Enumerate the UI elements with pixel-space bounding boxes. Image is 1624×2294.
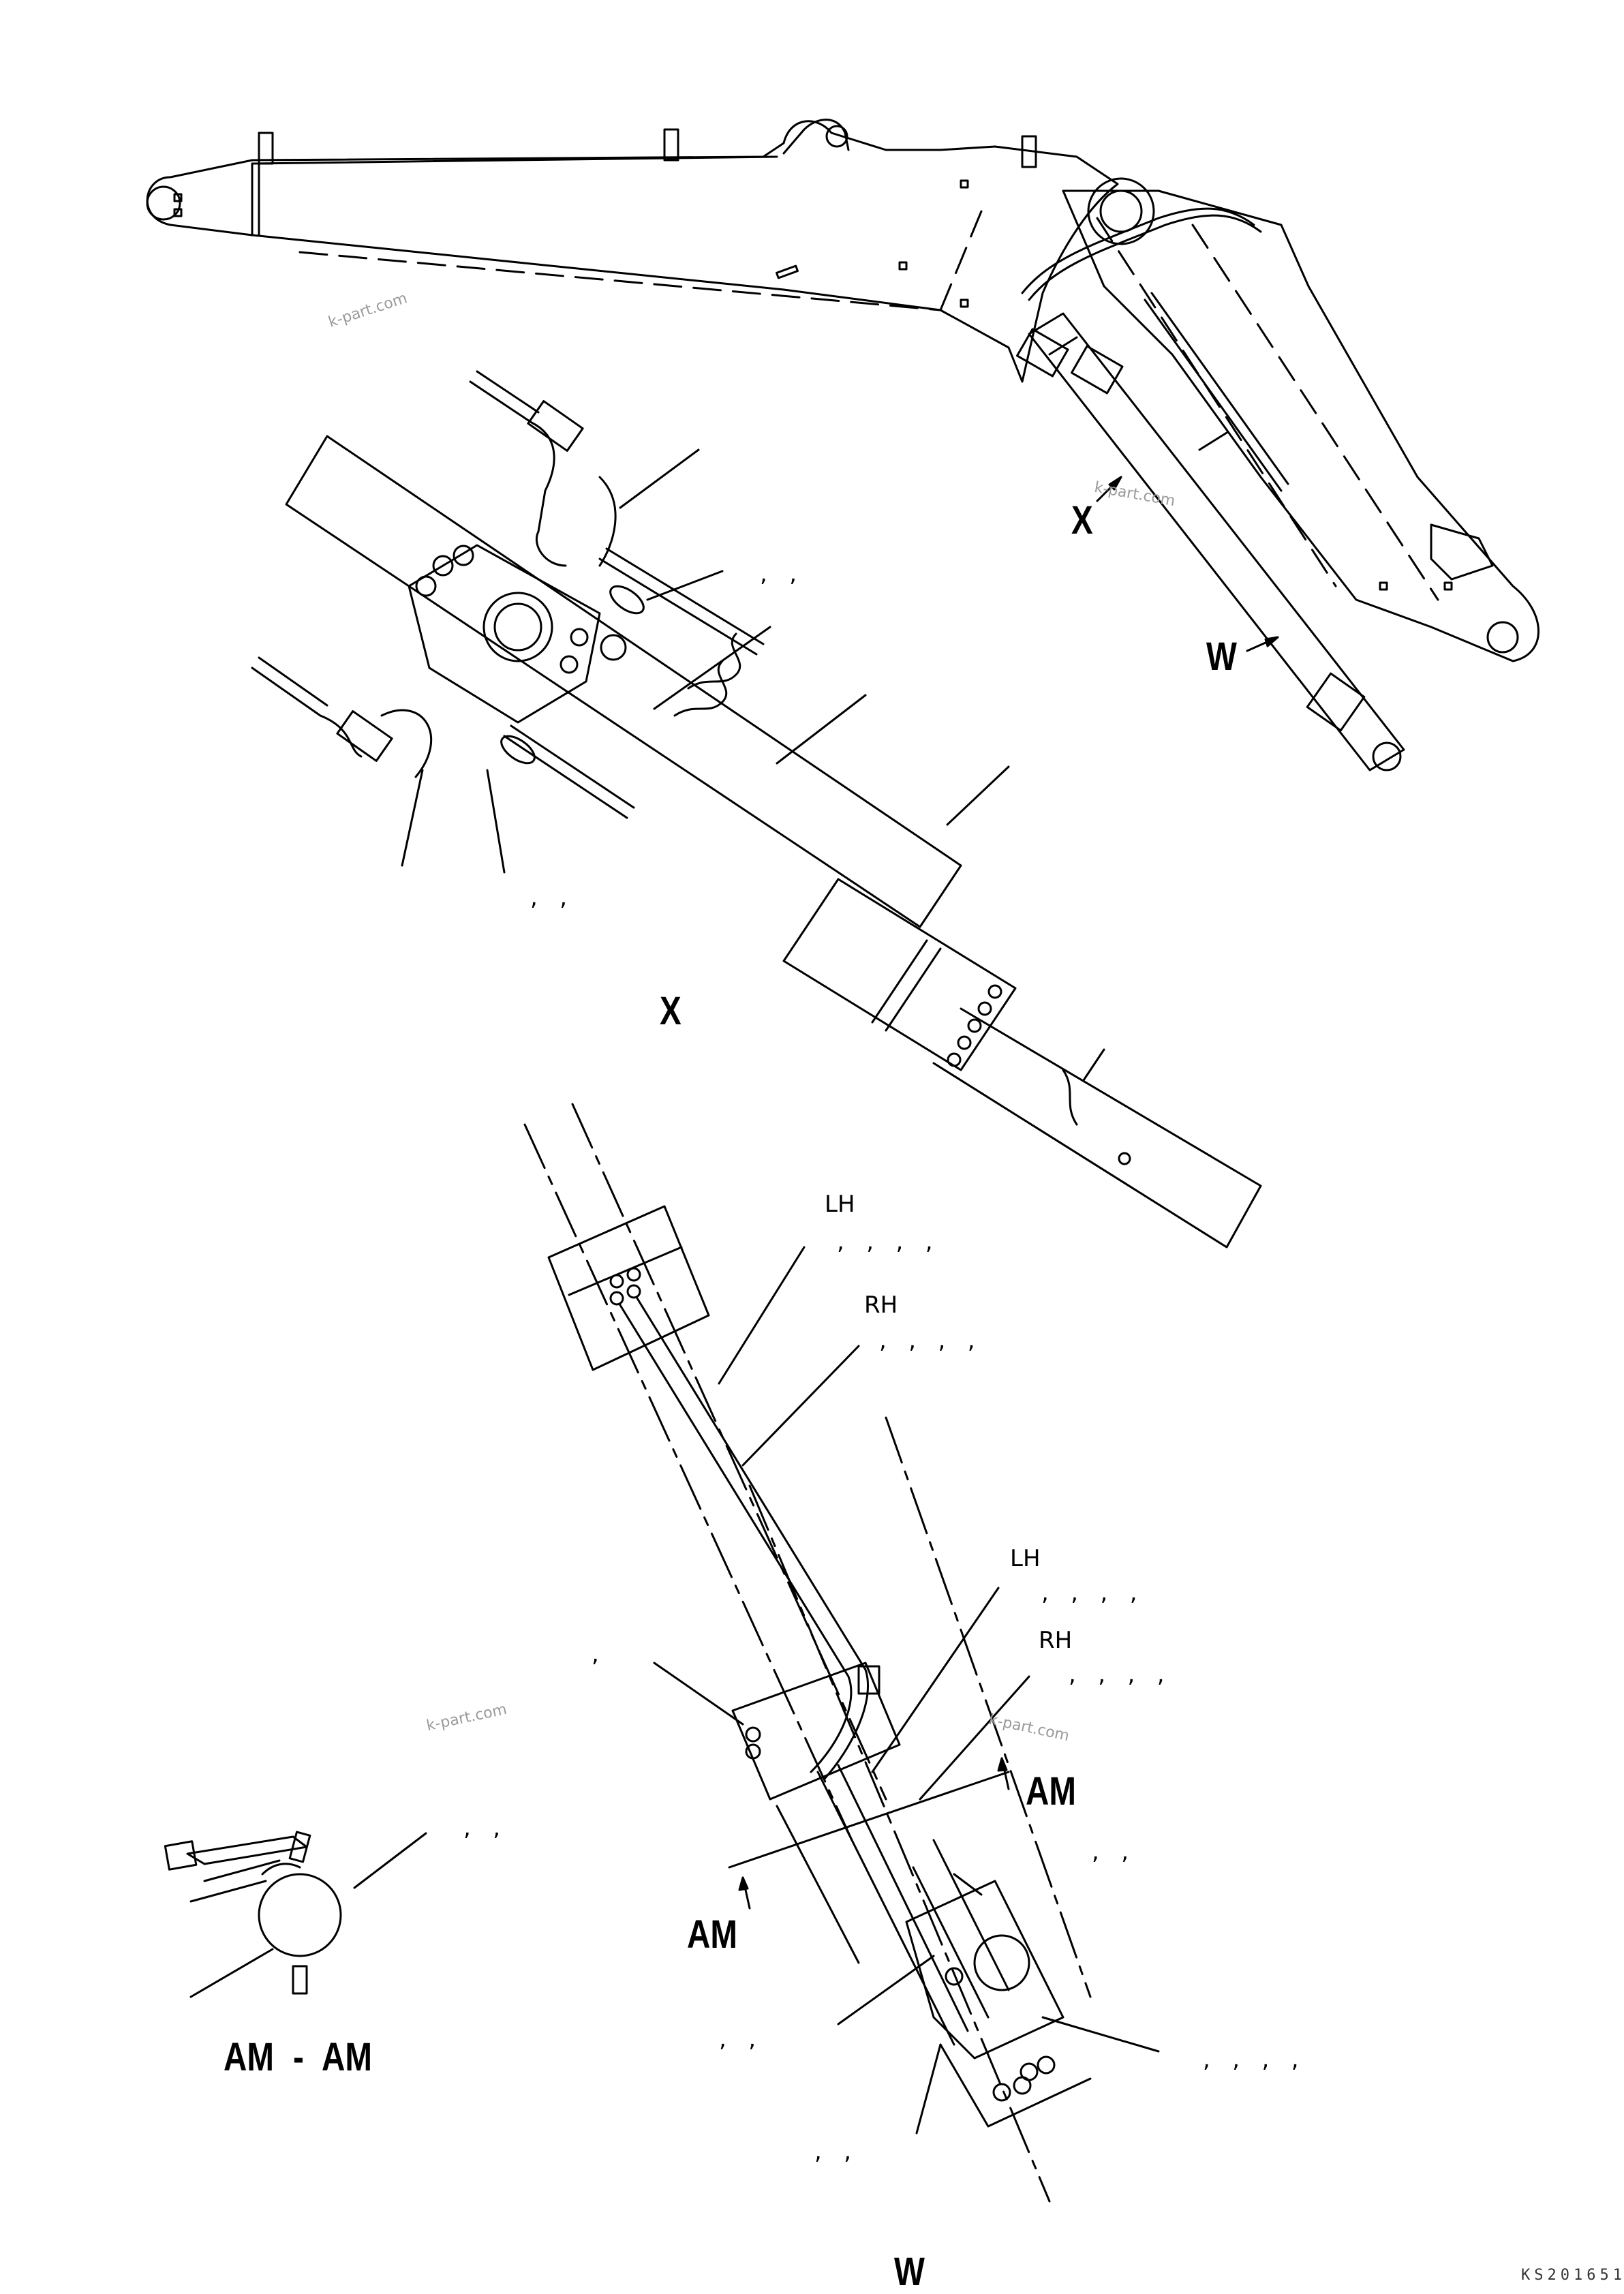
callout-lh-lower: , , , , <box>1041 1579 1137 1606</box>
side-label-rh-upper: RH <box>864 1291 898 1319</box>
side-label-rh-lower: RH <box>1039 1627 1073 1654</box>
section-marker-am-right: AM <box>1026 1769 1076 1814</box>
callout-w-4: , , <box>814 2138 852 2165</box>
callout-single: , <box>592 1640 599 1668</box>
side-label-lh-lower: LH <box>1010 1545 1041 1572</box>
callout-rh-lower: , , , , <box>1069 1661 1165 1688</box>
pipe-upper <box>598 557 758 656</box>
callout-rh-upper: , , , , <box>879 1327 975 1354</box>
boom-cylinder <box>1028 312 1405 771</box>
callout-w-3: , , , , <box>1203 2046 1299 2073</box>
boom-foot-pin <box>1087 177 1155 245</box>
callout-w-2: , , <box>719 2025 756 2053</box>
pipe-lower <box>503 735 628 819</box>
callout-x-1: , , <box>760 560 797 587</box>
section-marker-am-left: AM <box>687 1912 737 1957</box>
mid-clamp <box>731 1662 901 1801</box>
detail-w <box>523 1103 1160 2203</box>
view-label-x-overview: X <box>1071 498 1093 542</box>
boom-overview <box>146 119 1539 771</box>
cylinder-barrel <box>285 435 962 928</box>
boom-outline <box>146 120 1119 383</box>
callout-x-2: , , <box>530 884 568 911</box>
drawing-code: KS201651 <box>1521 2267 1624 2284</box>
hose-lower <box>251 667 363 758</box>
valve-body <box>408 544 601 724</box>
section-pipe-clamp <box>258 1873 342 1957</box>
section-am-am <box>164 1831 427 1998</box>
hose-upper <box>469 380 567 567</box>
cylinder-head <box>782 878 1017 1071</box>
cylinder-rod <box>932 1007 1262 1249</box>
callout-am-section: , , <box>463 1814 501 1841</box>
arm-outline <box>1062 189 1539 662</box>
view-label-w-overview: W <box>1206 634 1237 679</box>
view-label-w-detail: W <box>894 2250 925 2294</box>
boom-end-pin <box>146 185 181 221</box>
view-label-x-detail: X <box>660 989 681 1033</box>
detail-x <box>251 370 1262 1249</box>
w-pipe <box>619 1304 853 1773</box>
section-title-am-am: AM - AM <box>224 2035 372 2079</box>
w-valve-body <box>905 1880 1064 2060</box>
boom-hoses <box>1021 207 1255 294</box>
side-label-lh-upper: LH <box>825 1191 855 1218</box>
upper-clamp <box>547 1205 710 1371</box>
callout-w-1: , , <box>1092 1838 1129 1865</box>
callout-lh-upper: , , , , <box>837 1228 933 1255</box>
